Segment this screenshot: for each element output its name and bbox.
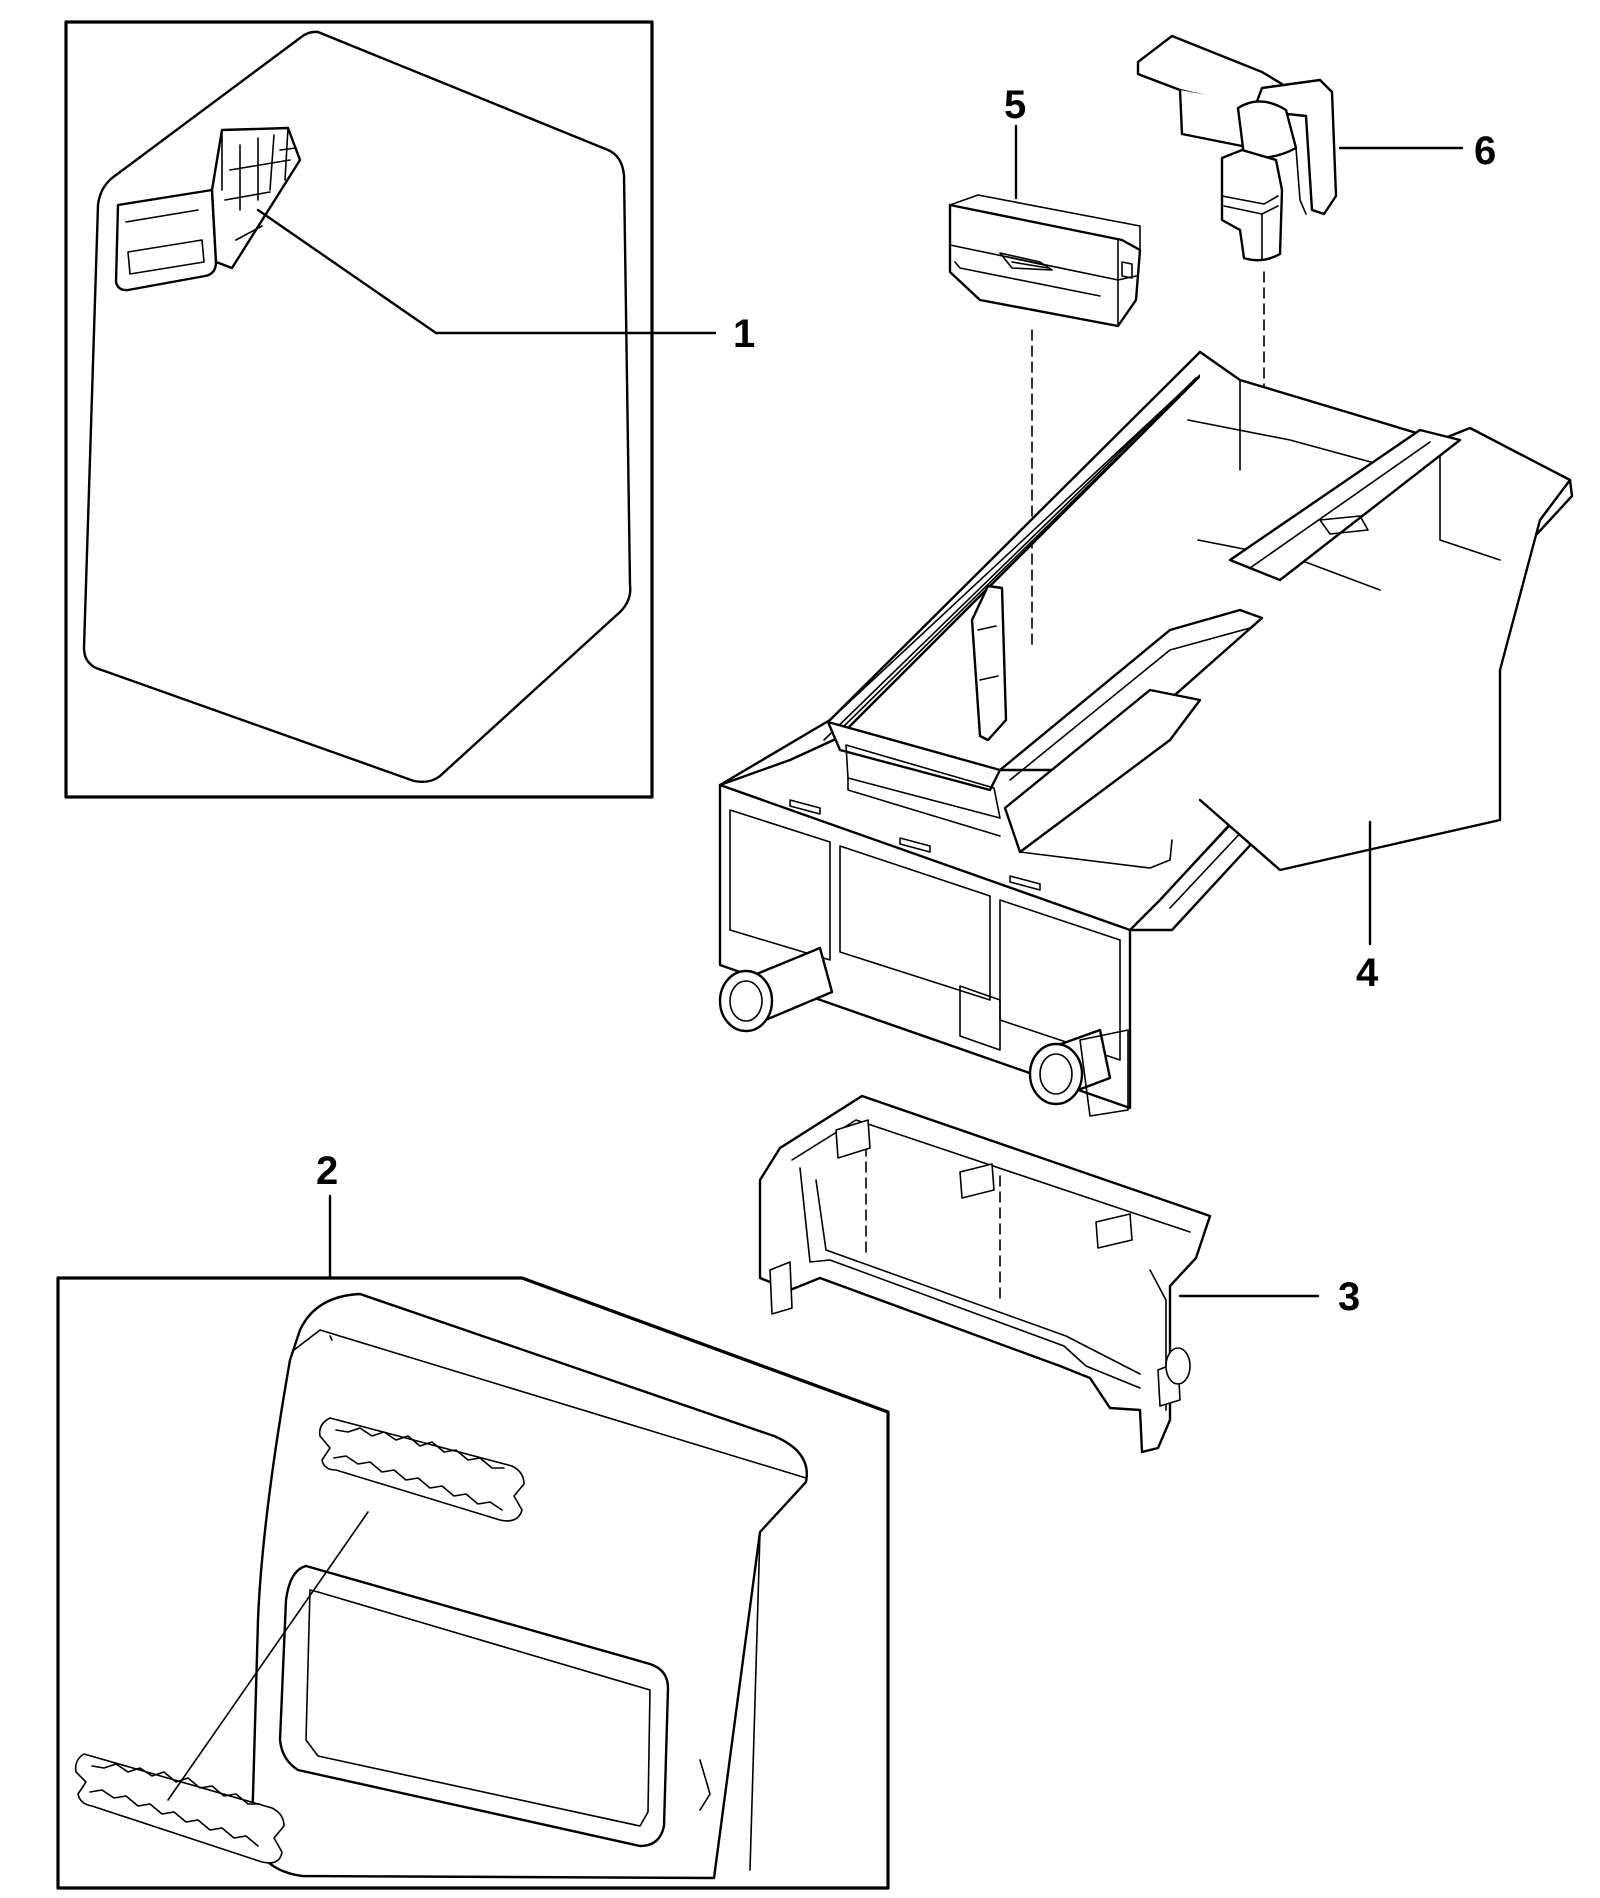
washer-front-outline — [82, 30, 632, 784]
brand-badge-exploded — [74, 1753, 285, 1864]
softener-cap-part — [948, 194, 1142, 328]
drawer-frame-part — [758, 1094, 1212, 1454]
inlet-pipe-left — [718, 946, 834, 1033]
leader-1 — [256, 208, 717, 335]
mini-drawer-part — [114, 126, 302, 292]
callout-3: 3 — [1338, 1275, 1360, 1319]
callout-1: 1 — [733, 312, 755, 356]
callout-2: 2 — [316, 1149, 338, 1193]
inset-frame-1 — [64, 20, 654, 799]
callout-4: 4 — [1356, 951, 1379, 995]
callout-6: 6 — [1474, 129, 1496, 173]
brand-badge-on-panel — [318, 1417, 525, 1522]
dispenser-housing-part — [718, 350, 1574, 1117]
leader-5 — [1014, 124, 1033, 649]
inlet-pipe-right — [1028, 1028, 1112, 1106]
leader-2 — [167, 1194, 369, 1801]
bleach-cap-part — [1136, 34, 1338, 262]
callout-5: 5 — [1004, 83, 1026, 127]
